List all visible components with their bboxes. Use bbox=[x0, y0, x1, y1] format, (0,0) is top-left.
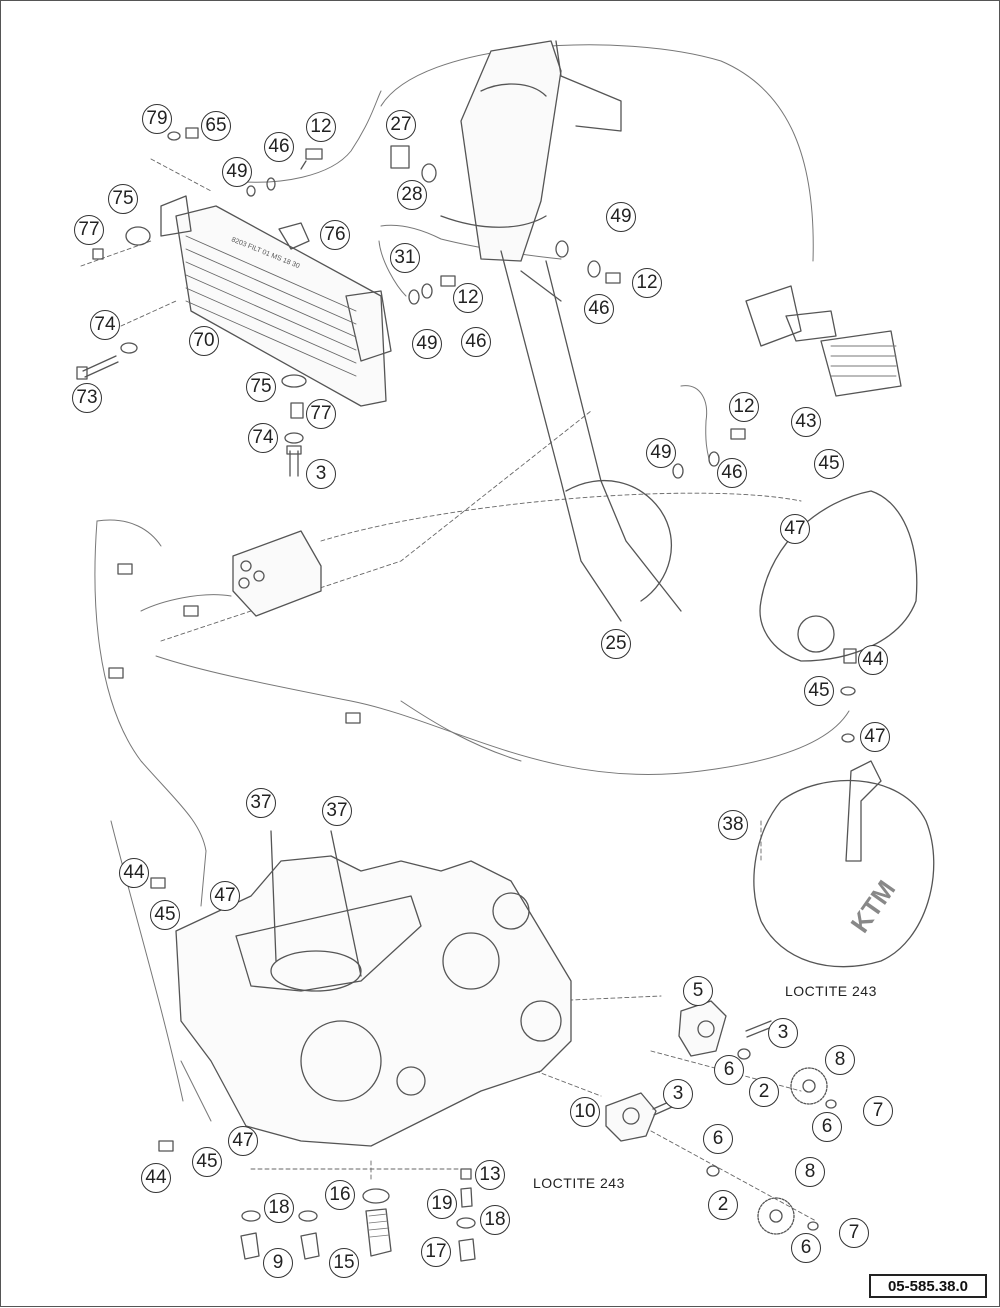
fitting-27 bbox=[390, 145, 437, 183]
callout-16[interactable]: 16 bbox=[325, 1180, 355, 1210]
ignition-cover bbox=[759, 490, 918, 662]
callout-75[interactable]: 75 bbox=[246, 372, 276, 402]
callout-49[interactable]: 49 bbox=[222, 157, 252, 187]
callout-25[interactable]: 25 bbox=[601, 629, 631, 659]
banjo-bolts-12 bbox=[440, 272, 746, 440]
callout-79[interactable]: 79 bbox=[142, 104, 172, 134]
oil-pump-cover-5 bbox=[678, 1000, 727, 1057]
callout-65[interactable]: 65 bbox=[201, 111, 231, 141]
washers-74 bbox=[120, 342, 304, 444]
bushing-77 bbox=[92, 248, 304, 419]
callout-3[interactable]: 3 bbox=[663, 1079, 693, 1109]
callout-3[interactable]: 3 bbox=[768, 1018, 798, 1048]
rubber-washer-75 bbox=[125, 226, 307, 388]
callout-37[interactable]: 37 bbox=[322, 796, 352, 826]
svg-text:KTM: KTM bbox=[844, 875, 901, 938]
callout-45[interactable]: 45 bbox=[150, 900, 180, 930]
callout-76[interactable]: 76 bbox=[320, 220, 350, 250]
callout-8[interactable]: 8 bbox=[795, 1157, 825, 1187]
callout-28[interactable]: 28 bbox=[397, 180, 427, 210]
callout-49[interactable]: 49 bbox=[646, 438, 676, 468]
callout-70[interactable]: 70 bbox=[189, 326, 219, 356]
callout-3[interactable]: 3 bbox=[306, 459, 336, 489]
oil-pump-cover-10 bbox=[605, 1092, 657, 1142]
callout-37[interactable]: 37 bbox=[246, 788, 276, 818]
callout-43[interactable]: 43 bbox=[791, 407, 821, 437]
callout-45[interactable]: 45 bbox=[814, 449, 844, 479]
callout-6[interactable]: 6 bbox=[812, 1112, 842, 1142]
sealing-rings-46-49 bbox=[246, 177, 720, 479]
loctite-note-lower: LOCTITE 243 bbox=[533, 1175, 625, 1191]
callout-73[interactable]: 73 bbox=[72, 383, 102, 413]
callout-12[interactable]: 12 bbox=[632, 268, 662, 298]
callout-44[interactable]: 44 bbox=[141, 1163, 171, 1193]
callout-46[interactable]: 46 bbox=[264, 132, 294, 162]
callout-46[interactable]: 46 bbox=[584, 294, 614, 324]
oil-line-arcs bbox=[94, 44, 850, 1122]
callout-2[interactable]: 2 bbox=[708, 1190, 738, 1220]
callout-7[interactable]: 7 bbox=[863, 1096, 893, 1126]
side-fittings bbox=[108, 563, 361, 1152]
callout-12[interactable]: 12 bbox=[306, 112, 336, 142]
callout-44[interactable]: 44 bbox=[858, 645, 888, 675]
oil-filter bbox=[745, 285, 902, 397]
callout-5[interactable]: 5 bbox=[683, 976, 713, 1006]
callout-13[interactable]: 13 bbox=[475, 1160, 505, 1190]
banjo-bolt-12-top bbox=[300, 148, 323, 170]
callout-17[interactable]: 17 bbox=[421, 1237, 451, 1267]
callout-38[interactable]: 38 bbox=[718, 810, 748, 840]
callout-75[interactable]: 75 bbox=[108, 184, 138, 214]
callout-6[interactable]: 6 bbox=[703, 1124, 733, 1154]
callout-8[interactable]: 8 bbox=[825, 1045, 855, 1075]
callout-18[interactable]: 18 bbox=[264, 1193, 294, 1223]
callout-46[interactable]: 46 bbox=[717, 458, 747, 488]
callout-44[interactable]: 44 bbox=[119, 858, 149, 888]
clutch-cover: KTM bbox=[753, 760, 935, 968]
engine-case bbox=[175, 830, 572, 1147]
callout-6[interactable]: 6 bbox=[714, 1055, 744, 1085]
banjo-bolt-44-right bbox=[840, 648, 857, 743]
callout-15[interactable]: 15 bbox=[329, 1248, 359, 1278]
callout-45[interactable]: 45 bbox=[804, 676, 834, 706]
callout-47[interactable]: 47 bbox=[780, 514, 810, 544]
callout-6[interactable]: 6 bbox=[791, 1233, 821, 1263]
callout-7[interactable]: 7 bbox=[839, 1218, 869, 1248]
callout-12[interactable]: 12 bbox=[729, 392, 759, 422]
callout-49[interactable]: 49 bbox=[412, 329, 442, 359]
callout-19[interactable]: 19 bbox=[427, 1189, 457, 1219]
callout-18[interactable]: 18 bbox=[480, 1205, 510, 1235]
screw-73 bbox=[76, 355, 119, 380]
callout-47[interactable]: 47 bbox=[860, 722, 890, 752]
clip-76 bbox=[278, 222, 310, 250]
callout-10[interactable]: 10 bbox=[570, 1097, 600, 1127]
callout-12[interactable]: 12 bbox=[453, 283, 483, 313]
frame bbox=[440, 40, 682, 622]
callout-46[interactable]: 46 bbox=[461, 327, 491, 357]
callout-47[interactable]: 47 bbox=[210, 881, 240, 911]
loctite-note-upper: LOCTITE 243 bbox=[785, 983, 877, 999]
drain-plugs bbox=[240, 1168, 476, 1262]
callout-74[interactable]: 74 bbox=[90, 310, 120, 340]
callout-77[interactable]: 77 bbox=[74, 215, 104, 245]
callout-9[interactable]: 9 bbox=[263, 1248, 293, 1278]
screw-3 bbox=[286, 445, 302, 477]
callout-31[interactable]: 31 bbox=[390, 243, 420, 273]
callout-74[interactable]: 74 bbox=[248, 423, 278, 453]
oil-cooler: 8203 FILT 01 MS 18 30 bbox=[160, 195, 392, 407]
callout-2[interactable]: 2 bbox=[749, 1077, 779, 1107]
callout-47[interactable]: 47 bbox=[228, 1126, 258, 1156]
nut-65 bbox=[167, 127, 199, 141]
washers-6 bbox=[706, 1048, 837, 1231]
callout-27[interactable]: 27 bbox=[386, 110, 416, 140]
callout-49[interactable]: 49 bbox=[606, 202, 636, 232]
callout-45[interactable]: 45 bbox=[192, 1147, 222, 1177]
callout-77[interactable]: 77 bbox=[306, 399, 336, 429]
junction-block bbox=[232, 530, 322, 617]
drawing-number: 05-585.38.0 bbox=[869, 1274, 987, 1298]
oil-pump-gears-8 bbox=[757, 1067, 828, 1235]
